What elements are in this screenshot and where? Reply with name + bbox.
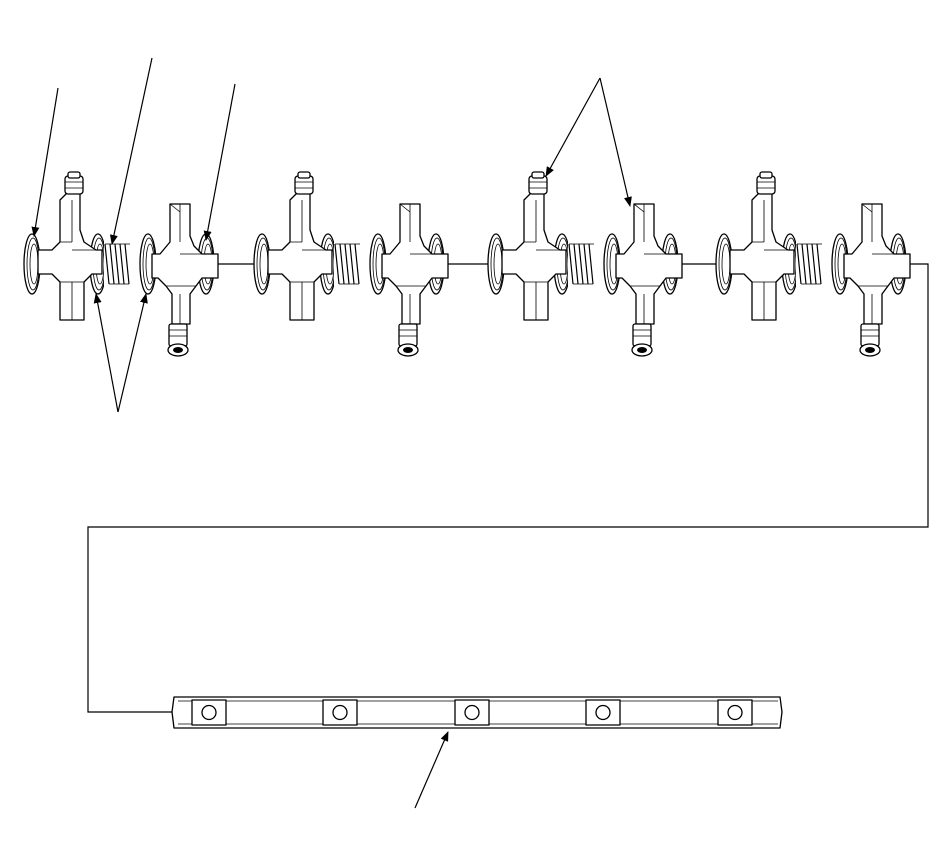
leader-rocker-shaft: [414, 731, 449, 809]
spring-4: [795, 241, 825, 287]
rocker-assembly-3: [487, 171, 683, 357]
leader-thrust-washer-right: [117, 293, 148, 413]
shaft-bore-1: [191, 699, 227, 726]
shaft-axis-line: [87, 263, 929, 713]
rocker-assembly-2: [253, 171, 449, 357]
spring-2: [333, 241, 363, 287]
shaft-bore-4: [585, 699, 621, 726]
shaft-bore-2: [322, 699, 358, 726]
rocker-assembly-4: [715, 171, 911, 357]
leader-lines: [31, 57, 632, 809]
leader-rocker-arm: [599, 77, 632, 207]
leader-spring: [109, 57, 153, 245]
rocker-shaft: [171, 696, 783, 729]
leader-adjusting-screw: [545, 77, 601, 177]
shaft-bore-3: [454, 699, 490, 726]
spring-3: [567, 241, 597, 287]
spring-1: [103, 241, 133, 287]
leader-washer-right: [203, 83, 236, 241]
leader-washer: [31, 87, 59, 237]
leader-thrust-washer-left: [93, 293, 119, 413]
shaft-bore-5: [717, 699, 753, 726]
